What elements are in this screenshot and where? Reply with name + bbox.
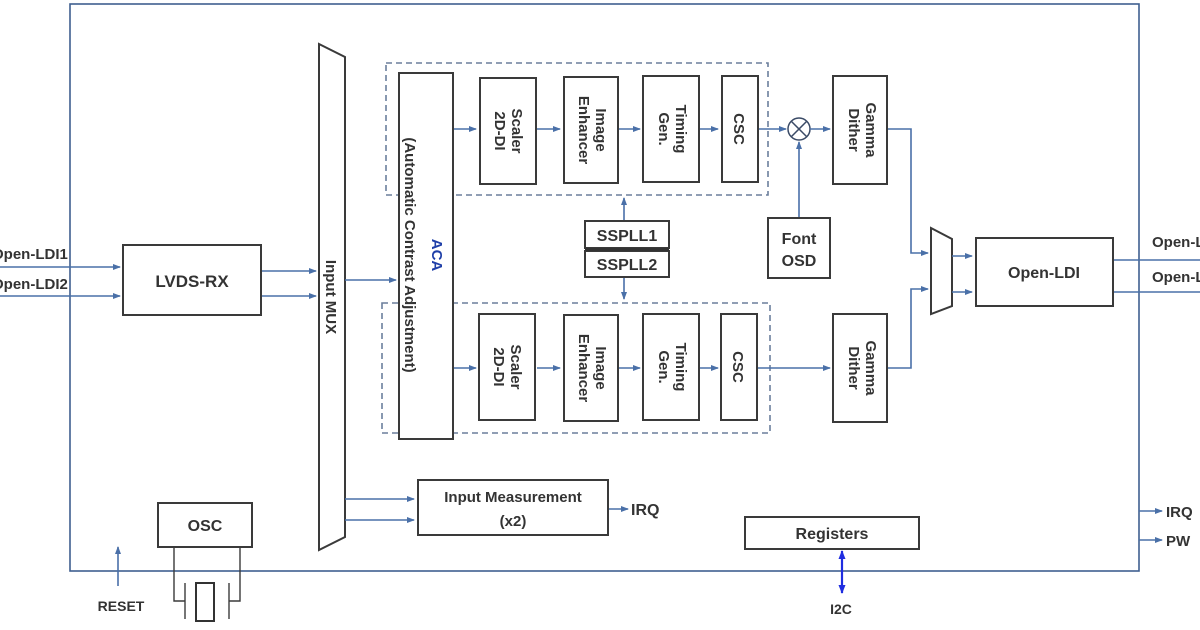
gamma2-to-outmux-wire: [888, 286, 929, 369]
scaler-label-2: 2D-DI: [491, 111, 508, 150]
gamma1-to-outmux-wire: [888, 128, 929, 256]
lvds-rx-label: LVDS-RX: [155, 272, 229, 291]
enhancer-label-1: Image: [592, 108, 609, 151]
pipeline-group-1: [385, 62, 769, 196]
open-ldi-block: Open-LDI: [975, 237, 1114, 307]
scaler-label-2: 2D-DI: [490, 347, 507, 386]
input-measurement-block: Input Measurement (x2): [417, 479, 609, 536]
csc-block-1: CSC: [721, 75, 759, 183]
registers-block: Registers: [744, 516, 920, 550]
chip-boundary: [69, 3, 1140, 572]
aca-title: ACA: [428, 239, 445, 272]
image-enhancer-block-2: Image Enhancer: [563, 314, 619, 422]
input-mux-block: Input MUX: [318, 42, 346, 552]
enhancer-label-1: Image: [592, 346, 609, 389]
sspll2-label: SSPLL2: [597, 257, 658, 274]
irq-output-label: IRQ: [1166, 504, 1193, 521]
input-measurement-label-1: Input Measurement: [444, 489, 582, 506]
osc-block: OSC: [157, 502, 253, 548]
image-enhancer-block-1: Image Enhancer: [563, 76, 619, 184]
sspll1-label: SSPLL1: [597, 228, 658, 245]
input-label-open-ldi1: Open-LDI1: [0, 246, 68, 263]
timing-label-2: Gen.: [655, 112, 672, 145]
timing-label-1: Timing: [672, 105, 689, 154]
osd-mixer-icon: [787, 117, 811, 141]
csc-block-2: CSC: [720, 313, 758, 421]
timing-label-1: Timing: [672, 343, 689, 392]
crystal-icon: [173, 548, 241, 622]
scaler-block-1: Scaler 2D-DI: [479, 77, 537, 185]
font-osd-label-1: Font: [782, 231, 817, 248]
gamma-label-1: Gamma: [862, 340, 879, 396]
input-mux-label: Input MUX: [322, 260, 339, 334]
reset-label: RESET: [98, 598, 145, 614]
scaler-label-1: Scaler: [508, 108, 525, 153]
timing-label-2: Gen.: [655, 350, 672, 383]
input-measurement-label-2: (x2): [500, 513, 527, 530]
gamma-label-1: Gamma: [862, 102, 879, 158]
sspll-block: SSPLL1 SSPLL2: [584, 220, 670, 278]
i2c-label: I2C: [830, 601, 852, 617]
pwm-output-label: PW: [1166, 533, 1191, 550]
font-osd-block: Font OSD: [767, 217, 831, 279]
csc-label-1: CSC: [730, 113, 747, 145]
gamma-label-2: Dither: [845, 346, 862, 390]
lvds-rx-block: LVDS-RX: [122, 244, 262, 316]
gamma-label-2: Dither: [845, 108, 862, 152]
registers-label: Registers: [796, 526, 869, 543]
measurement-irq-label: IRQ: [631, 502, 659, 519]
input-label-open-ldi2: Open-LDI2: [0, 276, 68, 293]
scaler-label-1: Scaler: [507, 344, 524, 389]
enhancer-label-2: Enhancer: [575, 96, 592, 165]
timing-gen-block-1: Timing Gen.: [642, 75, 700, 183]
aca-block: ACA (Automatic Contrast Adjustment): [398, 72, 454, 440]
aca-description: (Automatic Contrast Adjustment): [401, 137, 418, 372]
output-label-open-ldi1: Open-LDI1: [1152, 234, 1200, 251]
osc-label: OSC: [188, 518, 223, 535]
gamma-dither-block-1: Gamma Dither: [832, 75, 888, 185]
font-osd-label-2: OSD: [782, 253, 817, 270]
timing-gen-block-2: Timing Gen.: [642, 313, 700, 421]
output-label-open-ldi2: Open-LDI2: [1152, 269, 1200, 286]
open-ldi-label: Open-LDI: [1008, 265, 1080, 282]
scaler-block-2: Scaler 2D-DI: [478, 313, 536, 421]
csc-label-2: CSC: [729, 351, 746, 383]
output-mux-block: [930, 226, 953, 316]
enhancer-label-2: Enhancer: [575, 334, 592, 403]
gamma-dither-block-2: Gamma Dither: [832, 313, 888, 423]
